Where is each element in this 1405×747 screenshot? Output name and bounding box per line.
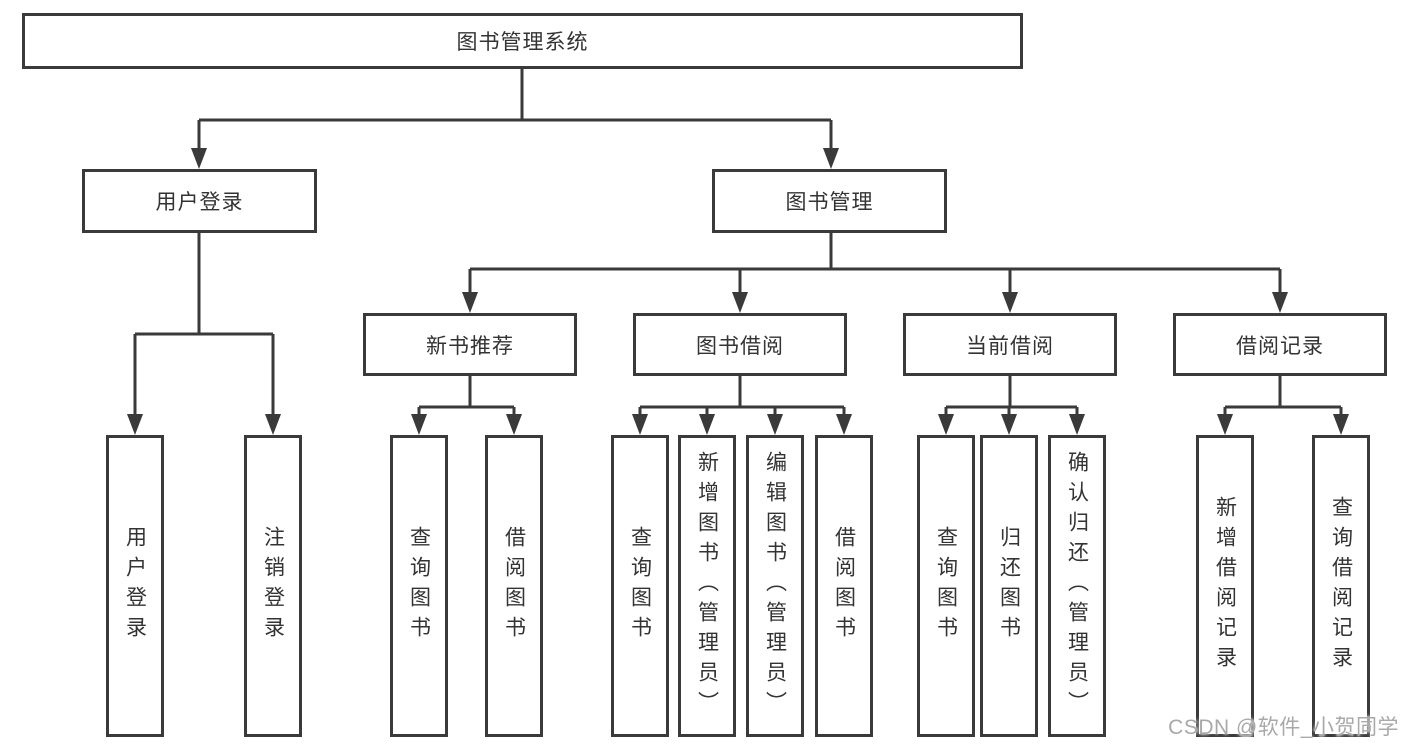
leaf-query-books-current: 查询图书 <box>917 435 975 737</box>
leaf-query-books-recommend: 查询图书 <box>390 435 448 737</box>
leaf-query-books-borrow: 查询图书 <box>611 435 669 737</box>
node-book-borrowing: 图书借阅 <box>633 313 847 376</box>
leaf-add-borrow-record: 新增借阅记录 <box>1196 435 1254 737</box>
leaf-query-borrow-record: 查询借阅记录 <box>1312 435 1370 737</box>
leaf-add-book-admin: 新增图书（管理员） <box>678 435 736 737</box>
leaf-borrow-books: 借阅图书 <box>815 435 873 737</box>
csdn-watermark: CSDN @软件_小贺同学 <box>1168 716 1399 739</box>
leaf-user-login: 用户登录 <box>106 435 164 737</box>
node-new-book-recommendation: 新书推荐 <box>363 313 577 376</box>
node-user-login: 用户登录 <box>82 169 317 233</box>
leaf-borrow-books-recommend: 借阅图书 <box>485 435 543 737</box>
node-borrowing-records: 借阅记录 <box>1173 313 1387 376</box>
leaf-return-books: 归还图书 <box>980 435 1038 737</box>
leaf-edit-book-admin: 编辑图书（管理员） <box>746 435 804 737</box>
node-book-management: 图书管理 <box>712 169 947 233</box>
leaf-confirm-return-admin: 确认归还（管理员） <box>1048 435 1106 737</box>
node-library-system: 图书管理系统 <box>22 13 1023 69</box>
leaf-logout: 注销登录 <box>244 435 302 737</box>
node-current-borrowing: 当前借阅 <box>903 313 1117 376</box>
